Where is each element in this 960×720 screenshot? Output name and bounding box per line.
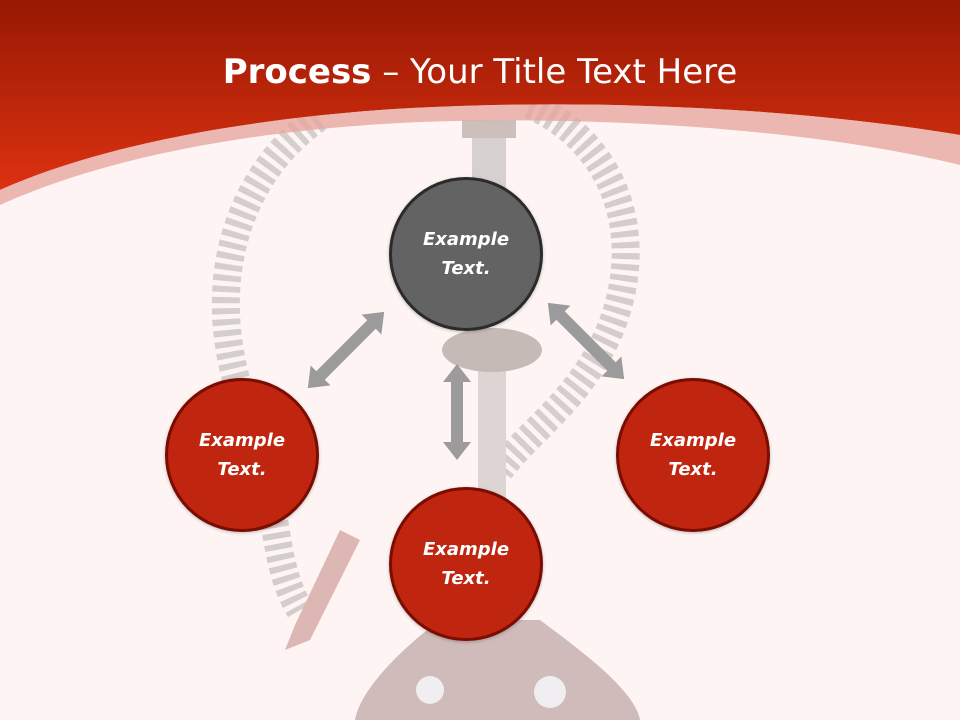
double-arrow-icon <box>306 311 385 389</box>
header-band <box>0 0 960 190</box>
double-arrow-icon <box>443 364 471 460</box>
hookah-image <box>211 92 640 720</box>
double-arrow-icon <box>547 301 625 380</box>
process-node-right[interactable]: Example Text. <box>616 378 770 532</box>
process-node-top[interactable]: Example Text. <box>389 177 543 331</box>
slide-title: Process – Your Title Text Here <box>0 52 960 92</box>
header-swoosh <box>0 104 960 205</box>
title-rest: – Your Title Text Here <box>371 52 738 92</box>
title-bold: Process <box>222 52 372 92</box>
process-node-left[interactable]: Example Text. <box>165 378 319 532</box>
process-node-bottom[interactable]: Example Text. <box>389 487 543 641</box>
